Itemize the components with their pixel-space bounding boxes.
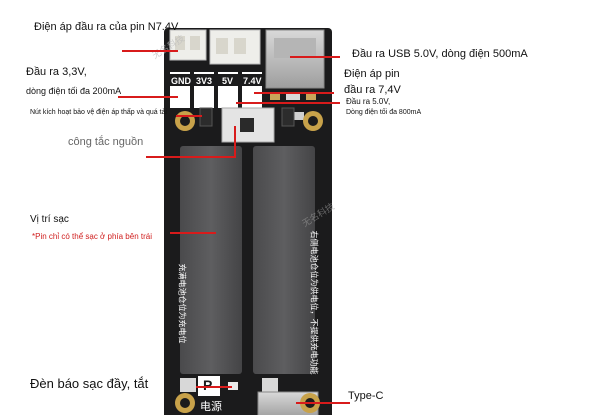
label-usb-output: Đầu ra USB 5.0V, dòng điện 500mA — [352, 48, 528, 60]
pointer-protection — [176, 115, 202, 117]
pointer-led — [196, 386, 232, 388]
label-charge-led: Đèn báo sạc đầy, tắt — [30, 376, 149, 391]
power-logo-letter: P — [203, 377, 213, 393]
label-type-c: Type-C — [348, 390, 384, 402]
battery-cell-left — [180, 146, 242, 374]
label-battery-voltage-title: Điện áp pin — [344, 68, 400, 80]
pin-label-7v4: 7.4V — [243, 76, 262, 86]
pointer-switch-vertical — [234, 126, 236, 158]
pointer-battery-7v4 — [254, 92, 334, 94]
label-3v3-title: Đầu ra 3,3V, — [26, 66, 87, 78]
label-protection-button: Nút kích hoạt bảo vệ điện áp thấp và quá… — [30, 109, 167, 116]
label-power-switch: công tắc nguồn — [68, 136, 144, 148]
pin-label-3v3: 3V3 — [196, 76, 213, 86]
label-5v-current: Dòng điện tối đa 800mA — [346, 109, 422, 116]
battery-cell-right — [253, 146, 315, 374]
label-5v-title: Đầu ra 5.0V, — [346, 97, 391, 106]
pointer-typec — [296, 402, 350, 404]
pointer-switch — [146, 156, 236, 158]
side-text-right: 右侧电池仓位为供电位，不提供充电功能 — [309, 230, 319, 375]
charge-led — [228, 382, 238, 390]
pointer-charging — [170, 232, 216, 234]
pointer-3v3 — [118, 96, 178, 98]
label-charging-note: *Pin chỉ có thể sạc ở phía bên trái — [32, 232, 152, 241]
label-3v3-current: dòng điện tối đa 200mA — [26, 86, 122, 96]
pin-label-5v: 5V — [222, 76, 234, 86]
pointer-battery-output — [122, 50, 178, 52]
pin-label-gnd: GND — [171, 76, 191, 86]
label-charging-position: Vị trí sạc — [30, 214, 69, 225]
label-battery-output-voltage: Điện áp đầu ra của pin N7.4V — [34, 21, 179, 33]
pointer-5v — [236, 102, 340, 104]
power-silk-label: 电源 — [200, 401, 222, 413]
pointer-usb — [290, 56, 340, 58]
label-battery-voltage-output: đầu ra 7,4V — [344, 84, 401, 96]
side-text-left: 充满电池仓位为充电位 — [177, 263, 187, 344]
